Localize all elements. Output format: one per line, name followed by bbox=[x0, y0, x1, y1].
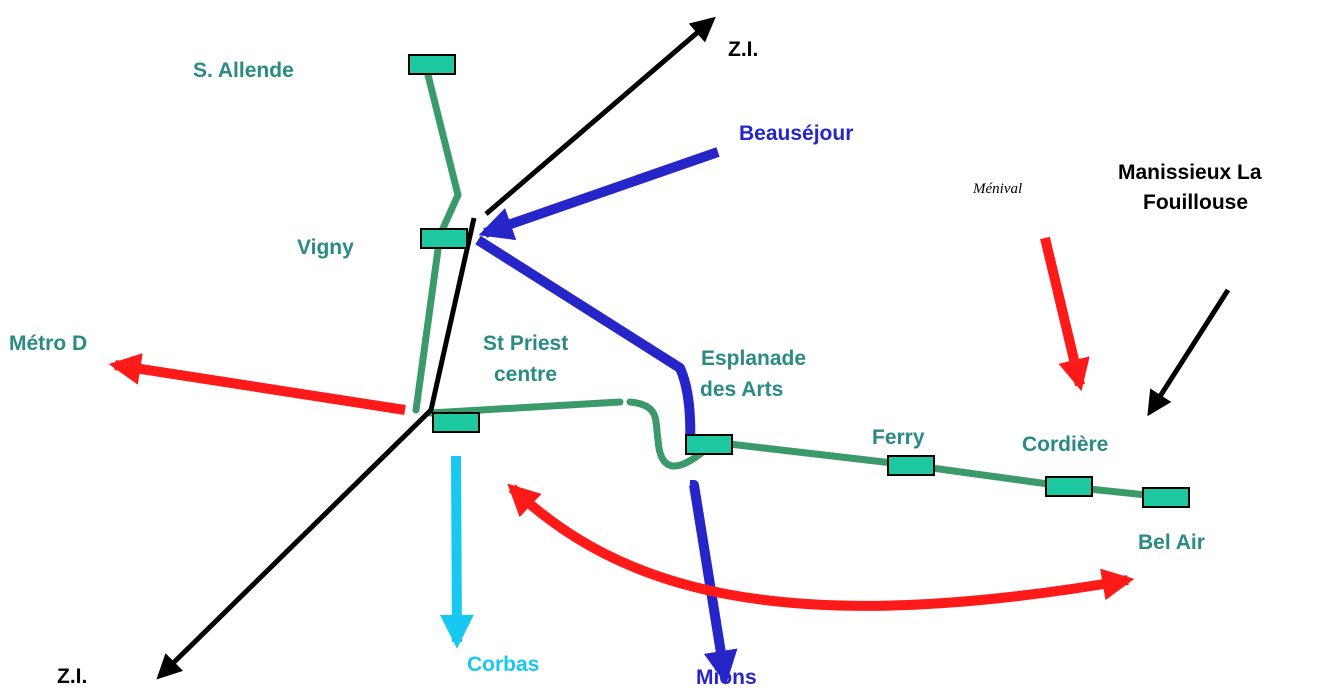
label-zi-bottom: Z.I. bbox=[57, 665, 87, 688]
station-marker-icon bbox=[1045, 476, 1093, 497]
label-metro-d: Métro D bbox=[9, 332, 87, 355]
label-corbas: Corbas bbox=[467, 653, 539, 676]
tram-segment-allende-vigny bbox=[412, 71, 462, 414]
label-beausejour: Beauséjour bbox=[739, 122, 853, 145]
label-st-priest-line2: centre bbox=[494, 363, 557, 386]
station-marker-icon bbox=[1142, 487, 1190, 508]
station-marker-icon bbox=[432, 412, 480, 433]
label-esplanade-line2: des Arts bbox=[700, 378, 783, 401]
station-marker-icon bbox=[408, 54, 456, 75]
zi-line-main bbox=[156, 217, 477, 680]
tram-segment-curve bbox=[626, 398, 709, 470]
station-marker-icon bbox=[887, 455, 935, 476]
label-ferry: Ferry bbox=[872, 426, 925, 449]
stations bbox=[408, 54, 1190, 508]
mions-arrow bbox=[689, 480, 738, 685]
label-s-allende: S. Allende bbox=[193, 59, 294, 82]
label-cordiere: Cordière bbox=[1022, 433, 1108, 456]
label-bel-air: Bel Air bbox=[1138, 531, 1205, 554]
zi-line-upper bbox=[484, 16, 716, 216]
metro-d-arrow bbox=[108, 353, 406, 415]
station-marker-icon bbox=[685, 434, 733, 455]
tram-segment-stpriest-esplanade bbox=[426, 398, 624, 417]
double-arrow-belair bbox=[507, 483, 1135, 611]
label-vigny: Vigny bbox=[297, 236, 354, 259]
label-menival: Ménival bbox=[972, 181, 1022, 197]
label-manissieux-line1: Manissieux La bbox=[1118, 161, 1262, 184]
label-st-priest-line1: St Priest bbox=[483, 332, 568, 355]
station-marker-icon bbox=[420, 228, 468, 249]
beausejour-arrow bbox=[478, 147, 720, 241]
label-manissieux-line2: Fouillouse bbox=[1143, 191, 1248, 214]
labels: S. Allende Z.I. Beauséjour Ménival Manis… bbox=[9, 38, 1262, 689]
blue-routes bbox=[475, 147, 738, 685]
label-mions: Mions bbox=[696, 666, 757, 689]
zi-line bbox=[156, 16, 1231, 680]
label-esplanade-line1: Esplanade bbox=[701, 347, 806, 370]
red-routes bbox=[108, 236, 1135, 611]
menival-arrow bbox=[1040, 236, 1090, 392]
zi-manissieux-arrow bbox=[1147, 288, 1231, 417]
corbas-arrow bbox=[439, 455, 474, 649]
label-zi-top: Z.I. bbox=[728, 38, 758, 61]
